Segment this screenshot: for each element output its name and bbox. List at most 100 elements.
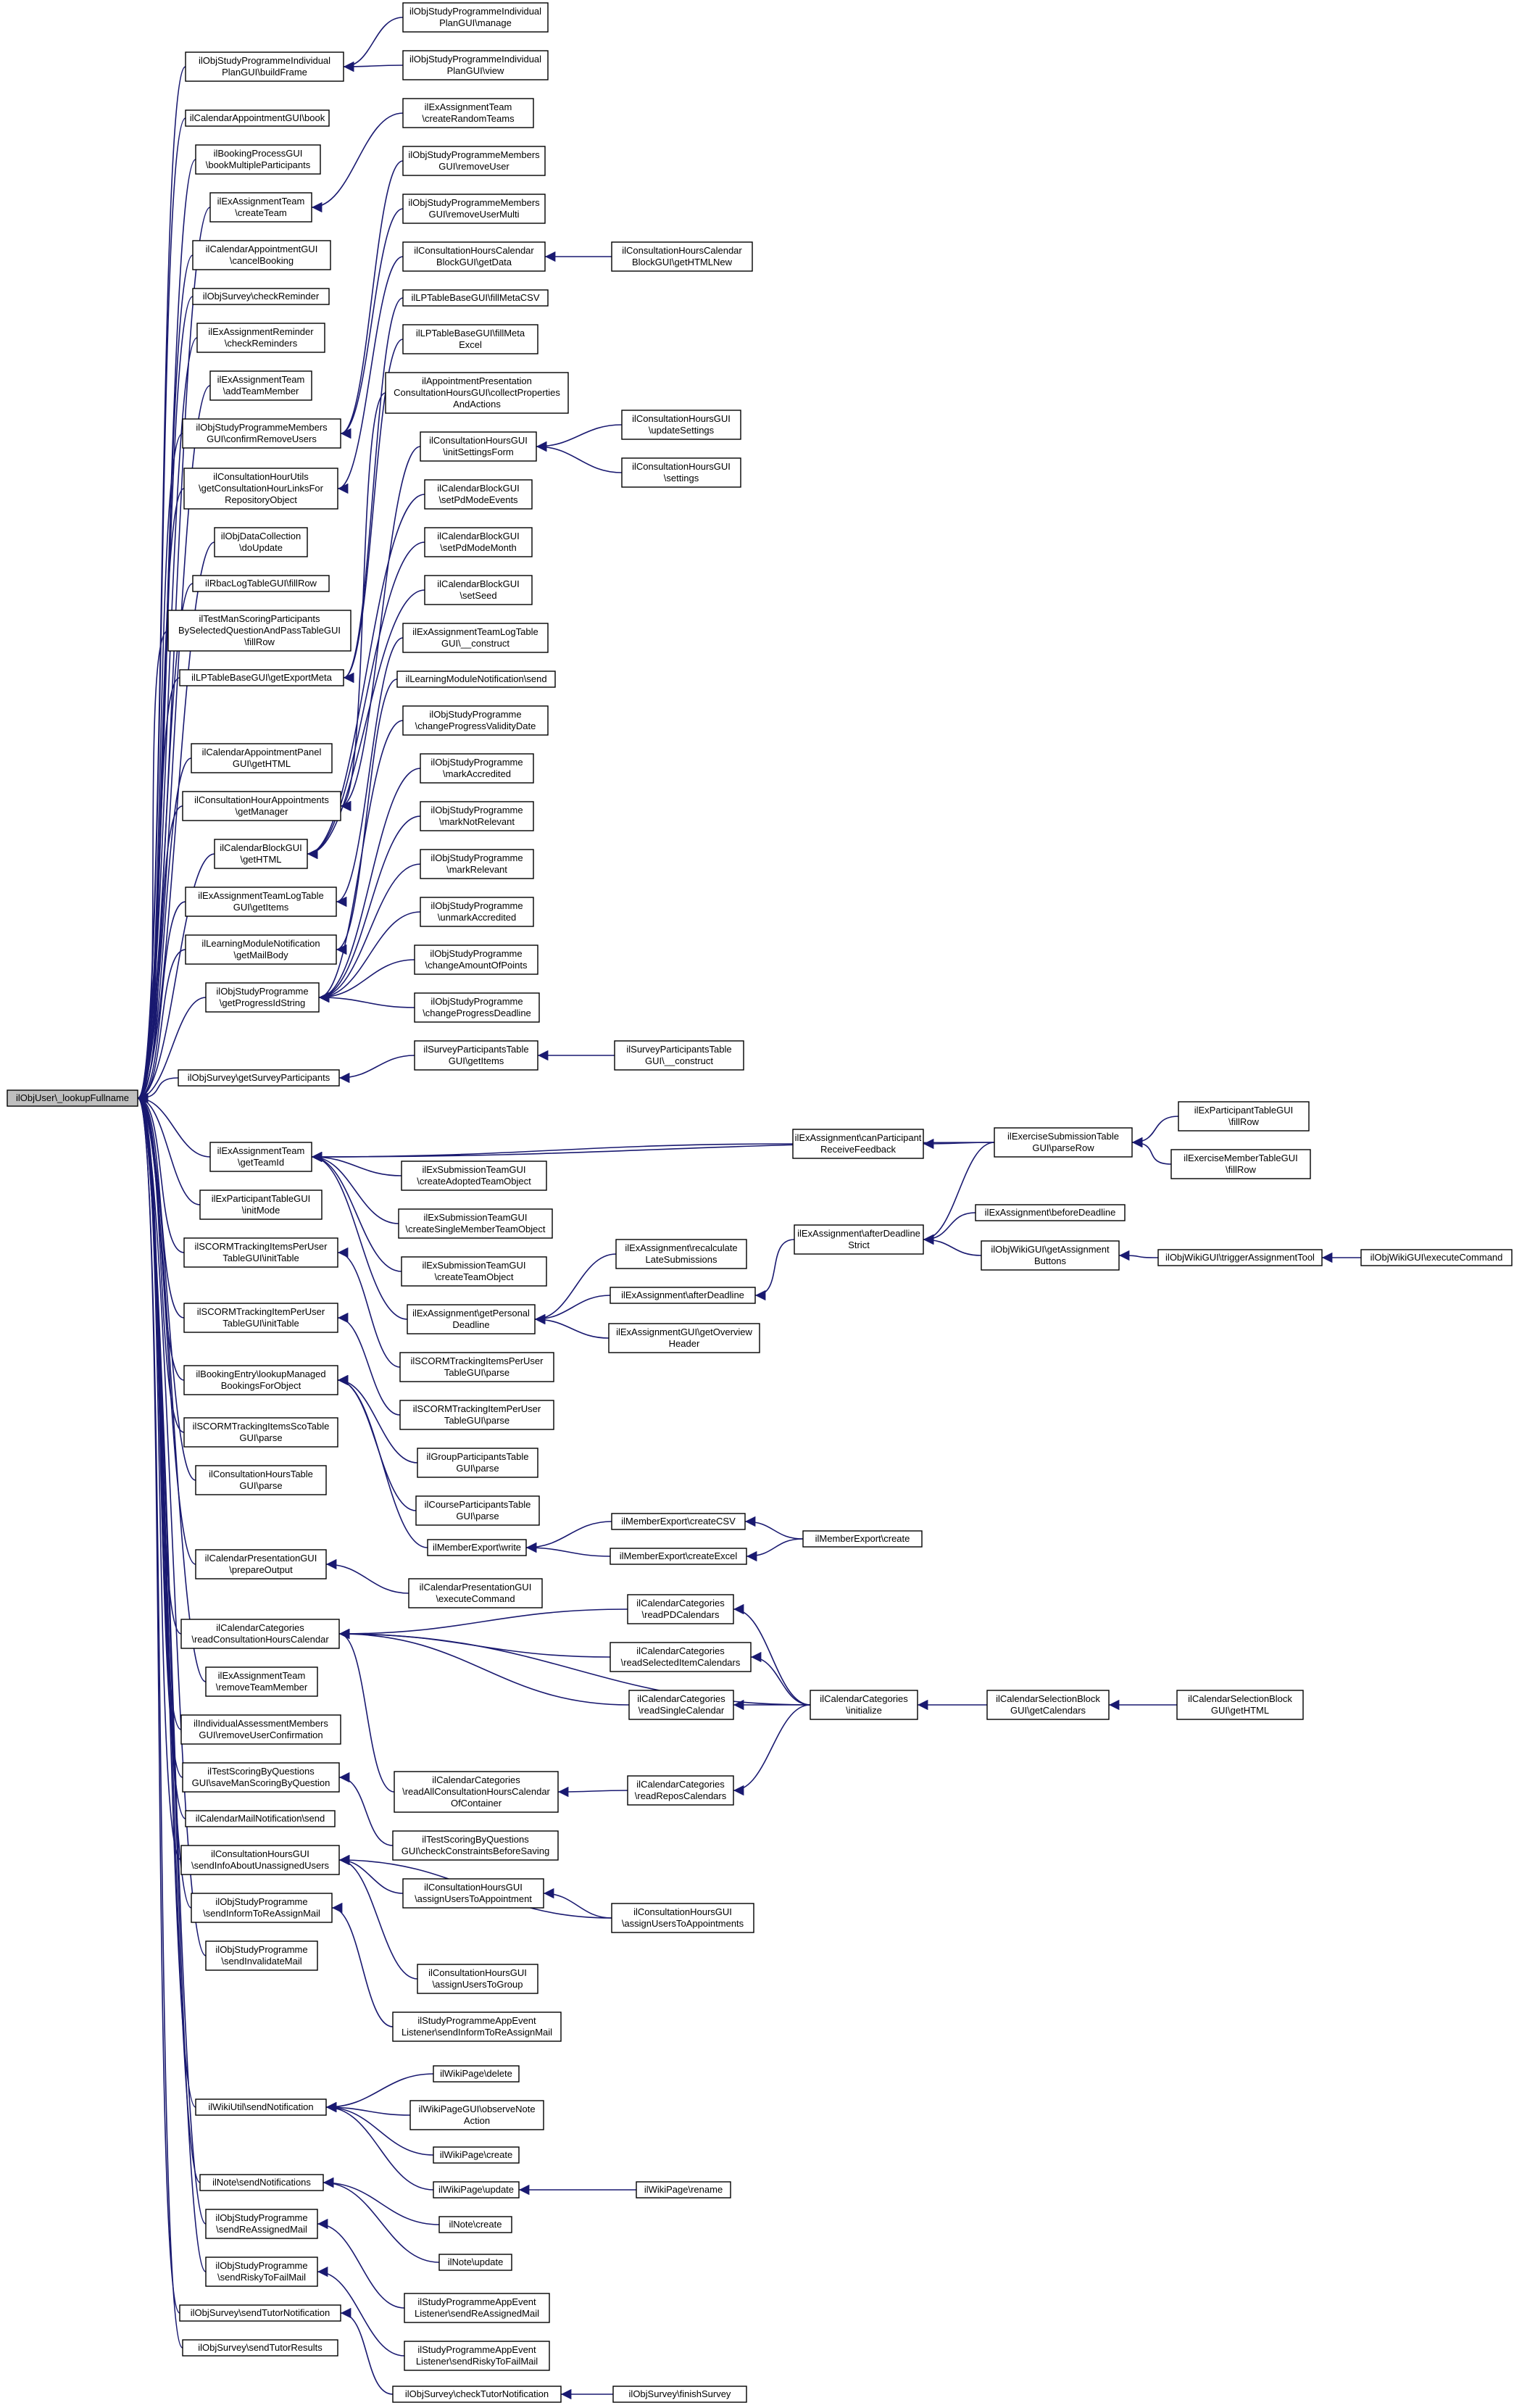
node-n23[interactable]: ilExParticipantTableGUI\initMode <box>199 1190 323 1220</box>
node-m5[interactable]: ilObjStudyProgrammeMembersGUI\removeUser… <box>402 194 546 224</box>
node-n13[interactable]: ilTestManScoringParticipantsBySelectedQu… <box>167 610 352 652</box>
node-n36[interactable]: ilObjStudyProgramme\sendInformToReAssign… <box>191 1893 333 1923</box>
node-n43[interactable]: ilObjSurvey\sendTutorResults <box>182 2339 338 2357</box>
node-m10[interactable]: ilConsultationHoursGUI\initSettingsForm <box>420 431 537 462</box>
node-n21[interactable]: ilObjSurvey\getSurveyParticipants <box>178 1069 340 1087</box>
node-m33[interactable]: ilCalendarPresentationGUI\executeCommand <box>408 1578 543 1608</box>
node-m20[interactable]: ilObjStudyProgramme\unmarkAccredited <box>420 897 534 927</box>
node-n29[interactable]: ilCalendarPresentationGUI\prepareOutput <box>195 1549 327 1579</box>
node-n38[interactable]: ilWikiUtil\sendNotification <box>195 2098 327 2116</box>
node-m35[interactable]: ilTestScoringByQuestionsGUI\checkConstra… <box>392 1830 559 1861</box>
node-m32[interactable]: ilMemberExport\write <box>427 1539 527 1556</box>
node-t1[interactable]: ilObjWikiGUI\executeCommand <box>1360 1249 1513 1266</box>
node-n41[interactable]: ilObjStudyProgramme\sendRiskyToFailMail <box>205 2257 318 2287</box>
node-p3[interactable]: ilConsultationHoursGUI\settings <box>621 457 741 488</box>
node-n7[interactable]: ilExAssignmentReminder\checkReminders <box>196 323 325 353</box>
node-m26[interactable]: ilExSubmissionTeamGUI\createTeamObject <box>401 1256 547 1287</box>
node-p17[interactable]: ilObjSurvey\finishSurvey <box>612 2386 747 2403</box>
node-n1[interactable]: ilObjStudyProgrammeIndividualPlanGUI\bui… <box>185 51 344 82</box>
node-m45[interactable]: ilStudyProgrammeAppEventListener\sendReA… <box>404 2293 550 2323</box>
node-m21[interactable]: ilObjStudyProgramme\changeAmountOfPoints <box>414 944 538 975</box>
node-m25[interactable]: ilExSubmissionTeamGUI\createSingleMember… <box>398 1208 553 1239</box>
node-m19[interactable]: ilObjStudyProgramme\markRelevant <box>420 849 534 879</box>
node-p11[interactable]: ilCalendarCategories\readPDCalendars <box>627 1594 734 1624</box>
node-n32[interactable]: ilIndividualAssessmentMembersGUI\removeU… <box>180 1714 341 1745</box>
node-n6[interactable]: ilObjSurvey\checkReminder <box>192 288 330 305</box>
node-m36[interactable]: ilConsultationHoursGUI\assignUsersToAppo… <box>402 1878 544 1909</box>
node-m34[interactable]: ilCalendarCategories\readAllConsultation… <box>394 1771 559 1813</box>
node-n25[interactable]: ilSCORMTrackingItemPerUserTableGUI\initT… <box>183 1303 338 1333</box>
node-n11[interactable]: ilObjDataCollection\doUpdate <box>214 527 308 557</box>
node-p16[interactable]: ilWikiPage\rename <box>636 2181 731 2199</box>
node-n35[interactable]: ilConsultationHoursGUI\sendInfoAboutUnas… <box>180 1845 340 1875</box>
node-n10[interactable]: ilConsultationHourUtils\getConsultationH… <box>183 468 338 510</box>
node-p13[interactable]: ilCalendarCategories\readSingleCalendar <box>628 1690 734 1720</box>
node-m24[interactable]: ilExSubmissionTeamGUI\createAdoptedTeamO… <box>401 1161 547 1191</box>
node-p1[interactable]: ilConsultationHoursCalendarBlockGUI\getH… <box>611 241 753 272</box>
node-n4[interactable]: ilExAssignmentTeam\createTeam <box>209 192 312 223</box>
node-n17[interactable]: ilCalendarBlockGUI\getHTML <box>214 839 308 869</box>
node-m44[interactable]: ilNote\update <box>438 2254 512 2271</box>
node-p14[interactable]: ilCalendarCategories\readReposCalendars <box>627 1775 734 1806</box>
node-m1[interactable]: ilObjStudyProgrammeIndividualPlanGUI\man… <box>402 2 549 33</box>
node-n16[interactable]: ilConsultationHourAppointments\getManage… <box>182 791 341 821</box>
node-m22[interactable]: ilObjStudyProgramme\changeProgressDeadli… <box>414 992 540 1023</box>
node-r3[interactable]: ilExAssignment\beforeDeadline <box>975 1204 1126 1221</box>
node-p5[interactable]: ilExAssignment\canParticipantReceiveFeed… <box>792 1129 924 1159</box>
node-p12[interactable]: ilCalendarCategories\readSelectedItemCal… <box>610 1642 752 1672</box>
node-n2[interactable]: ilCalendarAppointmentGUI\book <box>185 109 330 127</box>
node-m42[interactable]: ilWikiPage\update <box>433 2181 520 2199</box>
node-n42[interactable]: ilObjSurvey\sendTutorNotification <box>179 2304 341 2322</box>
node-m7[interactable]: ilLPTableBaseGUI\fillMetaCSV <box>402 289 549 307</box>
node-p7[interactable]: ilExAssignment\afterDeadline <box>610 1287 756 1304</box>
node-m39[interactable]: ilWikiPage\delete <box>433 2065 520 2083</box>
node-m17[interactable]: ilObjStudyProgramme\markAccredited <box>420 753 534 784</box>
node-m43[interactable]: ilNote\create <box>438 2216 512 2233</box>
node-n24[interactable]: ilSCORMTrackingItemsPerUserTableGUI\init… <box>183 1237 338 1268</box>
node-p15[interactable]: ilConsultationHoursGUI\assignUsersToAppo… <box>611 1903 754 1933</box>
node-r2[interactable]: ilExerciseMemberTableGUI\fillRow <box>1170 1149 1311 1179</box>
node-n33[interactable]: ilTestScoringByQuestionsGUI\saveManScori… <box>182 1762 340 1793</box>
node-m15[interactable]: ilLearningModuleNotification\send <box>396 670 556 688</box>
node-n8[interactable]: ilExAssignmentTeam\addTeamMember <box>209 370 312 401</box>
node-n12[interactable]: ilRbacLogTableGUI\fillRow <box>192 575 330 592</box>
node-m12[interactable]: ilCalendarBlockGUI\setPdModeMonth <box>424 527 533 557</box>
node-s1[interactable]: ilObjWikiGUI\triggerAssignmentTool <box>1157 1249 1323 1266</box>
root-node[interactable]: ilObjUser\_lookupFullname <box>7 1089 138 1107</box>
node-m13[interactable]: ilCalendarBlockGUI\setSeed <box>424 575 533 605</box>
node-r1[interactable]: ilExParticipantTableGUI\fillRow <box>1178 1101 1310 1132</box>
node-n3[interactable]: ilBookingProcessGUI\bookMultipleParticip… <box>195 144 321 175</box>
node-n9[interactable]: ilObjStudyProgrammeMembersGUI\confirmRem… <box>182 418 341 449</box>
node-m3[interactable]: ilExAssignmentTeam\createRandomTeams <box>402 98 534 128</box>
node-m14[interactable]: ilExAssignmentTeamLogTableGUI\__construc… <box>402 623 549 653</box>
node-n22[interactable]: ilExAssignmentTeam\getTeamId <box>209 1142 312 1172</box>
node-n30[interactable]: ilCalendarCategories\readConsultationHou… <box>180 1619 340 1649</box>
node-m16[interactable]: ilObjStudyProgramme\changeProgressValidi… <box>402 705 549 736</box>
node-p2[interactable]: ilConsultationHoursGUI\updateSettings <box>621 410 741 440</box>
node-n31[interactable]: ilExAssignmentTeam\removeTeamMember <box>205 1666 318 1697</box>
node-n39[interactable]: ilNote\sendNotifications <box>199 2174 324 2191</box>
node-p10[interactable]: ilMemberExport\createExcel <box>610 1548 747 1565</box>
node-m37[interactable]: ilConsultationHoursGUI\assignUsersToGrou… <box>417 1964 538 1994</box>
node-n14[interactable]: ilLPTableBaseGUI\getExportMeta <box>179 669 344 686</box>
node-n19[interactable]: ilLearningModuleNotification\getMailBody <box>185 934 337 965</box>
node-m41[interactable]: ilWikiPage\create <box>433 2146 520 2164</box>
node-n5[interactable]: ilCalendarAppointmentGUI\cancelBooking <box>192 240 331 270</box>
node-m9[interactable]: ilAppointmentPresentationConsultationHou… <box>385 372 569 414</box>
node-m6[interactable]: ilConsultationHoursCalendarBlockGUI\getD… <box>402 241 546 272</box>
